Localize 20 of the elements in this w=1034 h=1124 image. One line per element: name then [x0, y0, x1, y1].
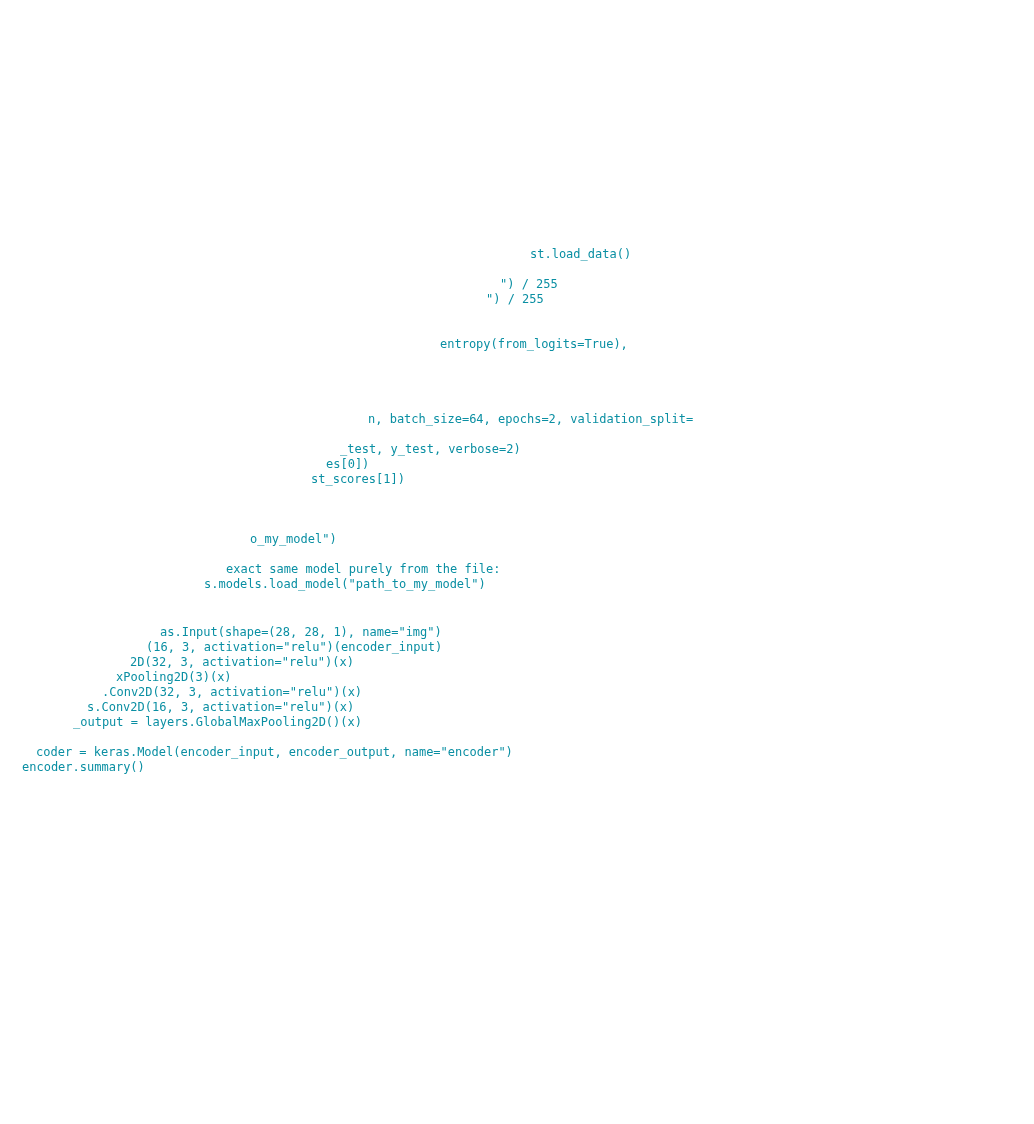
code-line: (16, 3, activation="relu")(encoder_input) [146, 640, 443, 654]
code-line: ") / 255 [500, 277, 558, 291]
code-line: .Conv2D(32, 3, activation="relu")(x) [102, 685, 363, 699]
code-line: encoder.summary() [22, 760, 145, 774]
code-line: _output = layers.GlobalMaxPooling2D()(x) [73, 715, 362, 729]
code-line: es[0]) [326, 457, 370, 471]
code-line: _test, y_test, verbose=2) [340, 442, 521, 456]
code-line: ") / 255 [486, 292, 544, 306]
code-line: st.load_data() [530, 247, 632, 261]
code-line: n, batch_size=64, epochs=2, validation_split= [368, 412, 694, 426]
code-line: coder = keras.Model(encoder_input, encoder_output, name="encoder") [36, 745, 513, 759]
code-line: st_scores[1]) [311, 472, 405, 486]
code-line: o_my_model") [250, 532, 337, 546]
code-line: as.Input(shape=(28, 28, 1), name="img") [160, 625, 442, 639]
code-line: s.models.load_model("path_to_my_model") [204, 577, 486, 591]
code-line: s.Conv2D(16, 3, activation="relu")(x) [87, 700, 355, 714]
code-line: entropy(from_logits=True), [440, 337, 628, 351]
code-line: 2D(32, 3, activation="relu")(x) [130, 655, 354, 669]
code-line: exact same model purely from the file: [226, 562, 501, 576]
code-line: xPooling2D(3)(x) [116, 670, 232, 684]
